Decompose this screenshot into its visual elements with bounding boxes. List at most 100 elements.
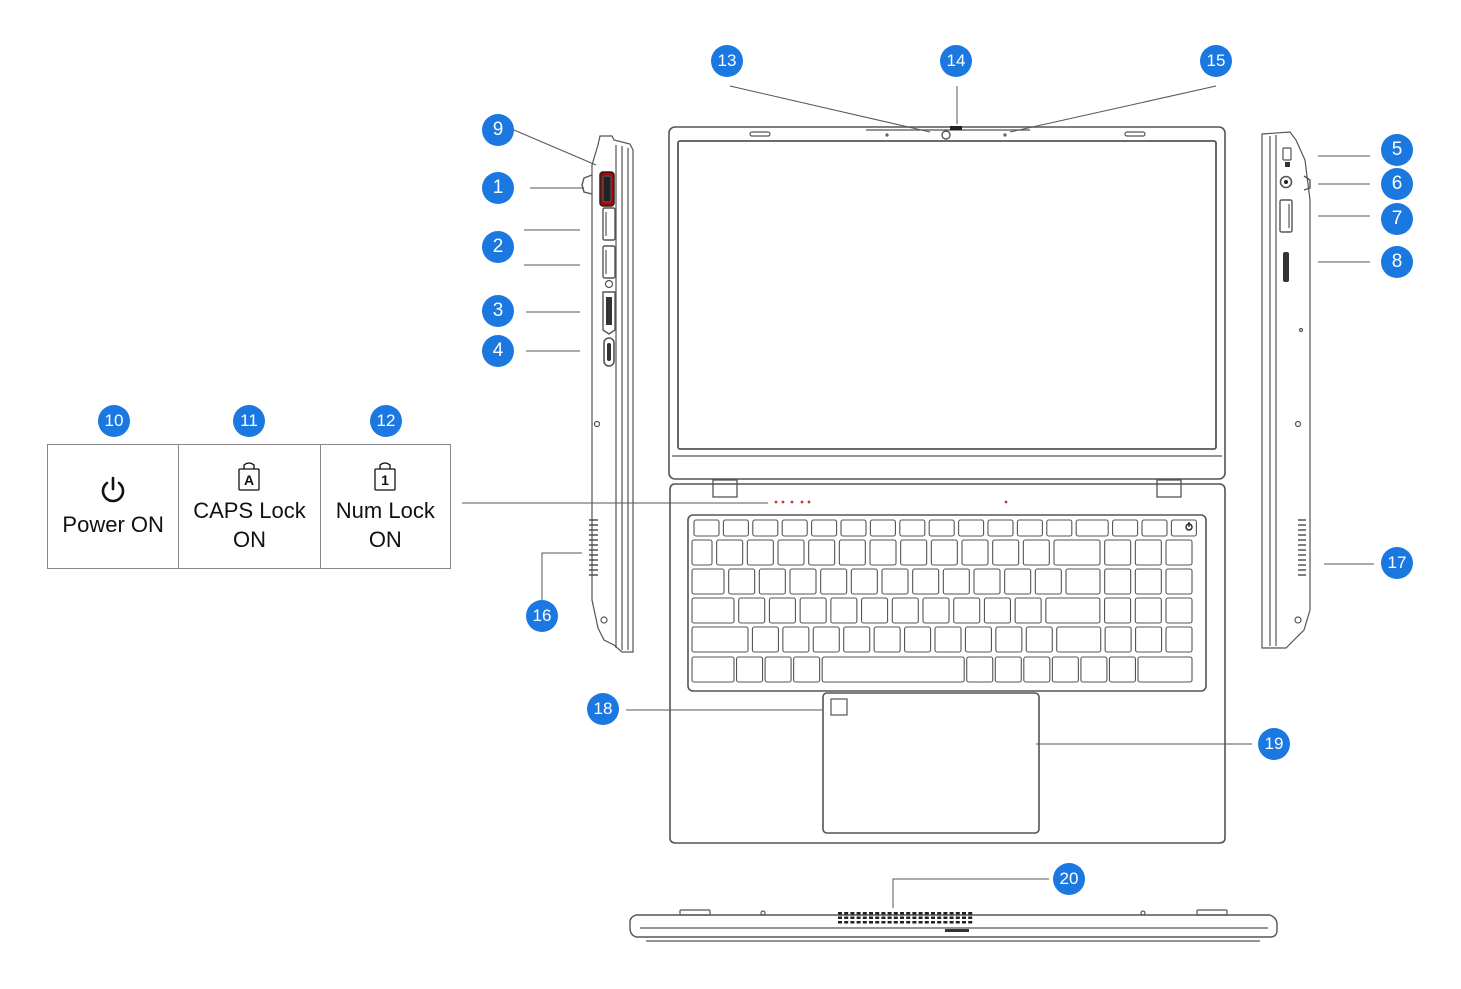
keyboard-key	[869, 539, 897, 566]
vent-slot	[918, 916, 923, 919]
vent-slot	[949, 912, 954, 915]
keyboard-key	[691, 626, 749, 653]
keyboard-key	[691, 656, 735, 683]
vent-slot	[912, 921, 917, 924]
vent-slot	[900, 912, 904, 915]
vent-slot	[962, 912, 966, 915]
callout-9: 9	[482, 114, 514, 146]
keyboard-key	[934, 626, 962, 653]
vent-slot	[949, 921, 954, 924]
caps-lock-icon: A	[238, 461, 261, 491]
keyboard-key	[1014, 597, 1042, 624]
callout-11: 11	[233, 405, 265, 437]
vent-slot	[943, 916, 948, 919]
vent-slot	[856, 912, 861, 915]
keyboard-key	[1165, 568, 1193, 595]
keyboard-key	[953, 597, 981, 624]
keyboard-key	[691, 568, 725, 595]
laptop-base	[669, 479, 1226, 844]
keyboard-key	[899, 519, 926, 537]
vent-slot	[875, 912, 880, 915]
keyboard-key	[1046, 519, 1073, 537]
vent-slot	[850, 921, 855, 924]
vent-slot	[844, 921, 849, 924]
keyboard-key	[1137, 656, 1193, 683]
keyboard-key	[904, 626, 932, 653]
keyboard-key	[1134, 539, 1162, 566]
vent-slot	[924, 916, 929, 919]
keyboard-key	[691, 597, 735, 624]
vent-slot	[931, 916, 935, 919]
keyboard-key	[850, 568, 878, 595]
keyboard-key	[1045, 597, 1101, 624]
vent-slot	[918, 921, 923, 924]
keyboard-key	[1135, 626, 1163, 653]
legend-num-lock: 1 Num Lock ON	[319, 445, 450, 568]
indicator-legend: Power ON A CAPS Lock ON 1 Num Lock ON	[47, 444, 451, 569]
keyboard-key	[891, 597, 919, 624]
vent-slot	[931, 921, 935, 924]
keyboard-key	[820, 568, 848, 595]
vent-slot	[955, 912, 960, 915]
keyboard-key	[735, 656, 764, 683]
keyboard-key	[994, 656, 1022, 683]
keyboard-key	[843, 626, 871, 653]
vent-slot	[937, 912, 942, 915]
vent-slot	[949, 916, 954, 919]
keyboard-key	[1134, 597, 1162, 624]
legend-num-line2: ON	[368, 526, 402, 552]
vent-slot	[943, 912, 948, 915]
keyboard-key	[1056, 626, 1102, 653]
keyboard-key	[1104, 568, 1132, 595]
keyboard-key	[1034, 568, 1062, 595]
vent-slot	[881, 916, 886, 919]
front-view	[629, 909, 1278, 942]
keyboard-key	[1165, 597, 1193, 624]
vent-slot	[893, 921, 898, 924]
keyboard-key	[1051, 656, 1079, 683]
legend-caps-lock: A CAPS Lock ON	[178, 445, 319, 568]
caps-lock-glyph: A	[244, 472, 254, 488]
keyboard-key	[942, 568, 970, 595]
vent-slot	[937, 916, 942, 919]
keyboard-key	[873, 626, 901, 653]
keyboard-key	[693, 519, 720, 537]
keyboard-key	[764, 656, 792, 683]
keyboard-key	[992, 539, 1020, 566]
keyboard-key	[777, 539, 805, 566]
vent-slot	[937, 921, 942, 924]
keyboard-key	[1165, 539, 1193, 566]
callout-6: 6	[1381, 168, 1413, 200]
touchpad-drawing	[822, 692, 1040, 834]
keyboard-key	[930, 539, 958, 566]
keyboard-key	[1104, 597, 1132, 624]
keyboard-key	[758, 568, 786, 595]
legend-power-on: Power ON	[48, 445, 178, 568]
callout-18: 18	[587, 693, 619, 725]
right-side-view	[1261, 131, 1311, 649]
keyboard-key	[1170, 519, 1197, 537]
keyboard-key	[922, 597, 950, 624]
vent-slot	[955, 916, 960, 919]
keyboard-key	[928, 519, 955, 537]
keyboard-key	[961, 539, 989, 566]
keyboard-key	[830, 597, 858, 624]
keyboard-key	[789, 568, 817, 595]
keyboard-key	[1141, 519, 1168, 537]
vent-slot	[862, 921, 867, 924]
keyboard-key	[782, 626, 810, 653]
keyboard-key	[1108, 656, 1137, 683]
vent-slot	[875, 921, 880, 924]
keyboard-key	[751, 626, 779, 653]
keyboard-key	[812, 626, 840, 653]
keyboard-key	[768, 597, 796, 624]
keyboard-key	[995, 626, 1023, 653]
keyboard	[687, 514, 1207, 692]
callout-3: 3	[482, 295, 514, 327]
vent-slot	[924, 912, 929, 915]
callout-19: 19	[1258, 728, 1290, 760]
vent-slot	[912, 916, 917, 919]
keyboard-key	[1022, 539, 1050, 566]
vent-slot	[893, 916, 898, 919]
vent-slot	[955, 921, 960, 924]
